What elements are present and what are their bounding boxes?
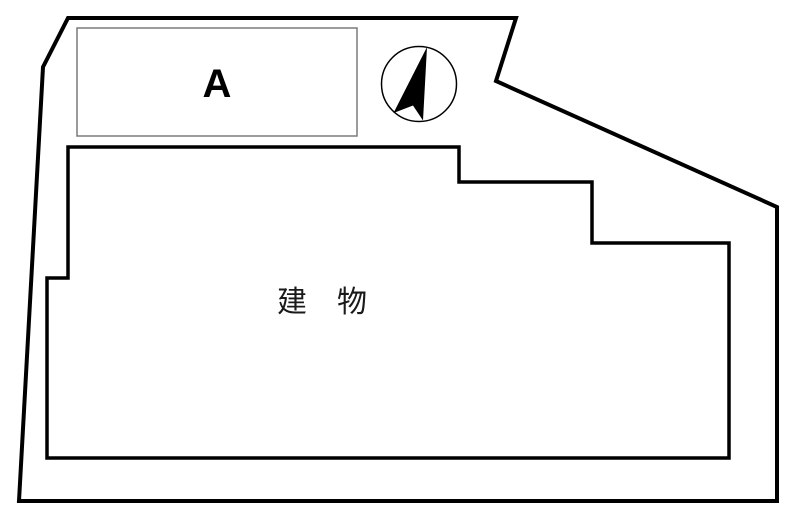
title-box: [76, 27, 358, 137]
title-box-label: A: [203, 62, 232, 106]
north-arrow-circle: [380, 45, 458, 123]
north-arrow-needle: [393, 47, 427, 121]
site-boundary-outline: [16, 16, 779, 503]
building-label: 建 物: [277, 285, 367, 320]
north-arrow-icon: [380, 45, 458, 123]
building-outline: [45, 145, 731, 460]
